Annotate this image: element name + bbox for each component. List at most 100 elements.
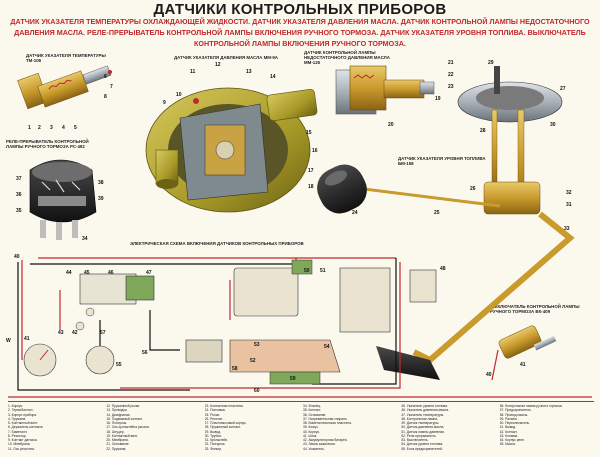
- legend-item: 27. Пластмассовый корпус.: [204, 421, 247, 425]
- legend-item: 54. Датчик уровня топлива.: [401, 442, 444, 447]
- svg-text:57: 57: [100, 330, 106, 336]
- legend-item: 46. Указатель давления масла.: [401, 408, 450, 413]
- svg-text:33: 33: [564, 226, 570, 232]
- svg-text:52: 52: [250, 358, 256, 364]
- legend-item: 19. Контактный винт.: [106, 433, 139, 438]
- svg-text:10: 10: [176, 92, 182, 98]
- legend-item: 52. Реле-прерыватель.: [401, 433, 437, 438]
- legend-item: 65. Масса.: [499, 442, 516, 447]
- legend-item: 16. Ползунок.: [106, 421, 128, 425]
- legend-item: 22. Пружина.: [106, 446, 127, 451]
- svg-text:51: 51: [320, 268, 326, 274]
- legend-item: 10. Мембрана.: [8, 442, 31, 447]
- svg-text:24: 24: [352, 210, 358, 216]
- temp-sensor-label: ДАТЧИК УКАЗАТЕЛЯ ТЕМПЕРАТУРЫ ТМ-106: [26, 53, 106, 63]
- svg-text:38: 38: [98, 180, 104, 186]
- legend-item: 9. Контакт датчика.: [8, 438, 38, 442]
- legend-item: 13. Проводка.: [106, 408, 128, 413]
- svg-text:32: 32: [566, 190, 572, 196]
- svg-text:41: 41: [520, 362, 526, 368]
- wiring-diagram-label: ЭЛЕКТРИЧЕСКАЯ СХЕМА ВКЛЮЧЕНИЯ ДАТЧИКОВ К…: [130, 241, 304, 246]
- legend-item: 42. Аккумуляторная батарея.: [302, 438, 348, 442]
- legend-item: 64. Корпус реле.: [499, 438, 525, 442]
- page-subtitle: ДАТЧИК УКАЗАТЕЛЯ ТЕМПЕРАТУРЫ ОХЛАЖДАЮЩЕЙ…: [10, 17, 590, 48]
- legend-column-2: 12. Пружинный рычаг. 13. Проводка. 14. Д…: [106, 404, 200, 454]
- legend-item: 44. Указатель.: [302, 446, 325, 451]
- svg-text:42: 42: [72, 330, 78, 336]
- legend-column-1: 1. Корпус. 2. Термобаллон. 3. Корпус при…: [8, 404, 102, 454]
- legend-item: 3. Корпус прибора.: [8, 412, 37, 417]
- legend-item: 29. Вывод.: [204, 429, 222, 434]
- svg-text:16: 16: [312, 148, 318, 154]
- legend-item: 63. Клемма.: [499, 433, 519, 438]
- legend-item: 37. Нагревательная спираль.: [302, 416, 348, 421]
- legend-item: 41. Шток.: [302, 433, 318, 438]
- page-title: ДАТЧИКИ КОНТРОЛЬНЫХ ПРИБОРОВ: [153, 1, 447, 18]
- legend-item: 49. Датчик температуры.: [401, 421, 440, 425]
- legend-item: 28. Пружинный контакт.: [204, 425, 241, 430]
- legend-item: 2. Термобаллон.: [8, 408, 34, 413]
- legend-item: 26. Реостат.: [204, 416, 223, 421]
- svg-text:6: 6: [104, 74, 107, 80]
- legend-item: 36. Основание.: [302, 412, 327, 417]
- legend-item: 51. Датчик лампы давления.: [401, 429, 445, 434]
- legend-item: 59. Разъем.: [499, 416, 518, 421]
- legend-item: 17. Ось кронштейна рычага.: [106, 425, 150, 430]
- svg-text:23: 23: [448, 84, 454, 90]
- legend-item: 5. Контактный винт.: [8, 421, 38, 425]
- legend-item: 4. Пружина.: [8, 416, 27, 421]
- svg-text:5: 5: [74, 125, 77, 131]
- legend-item: 32. Ползунок.: [204, 442, 226, 447]
- legend-item: 11. Ось реостата.: [8, 446, 35, 451]
- legend-item: 14. Диафрагма.: [106, 412, 131, 417]
- legend-item: 58. Провод массы.: [499, 412, 529, 417]
- svg-text:37: 37: [16, 176, 22, 182]
- legend-item: 18. Штуцер.: [106, 429, 125, 434]
- svg-text:7: 7: [110, 84, 113, 90]
- svg-text:28: 28: [480, 128, 486, 134]
- legend-item: 47. Указатель температуры.: [401, 412, 445, 417]
- svg-text:20: 20: [388, 122, 394, 128]
- legend-item: 25. Рычаг.: [204, 412, 220, 417]
- svg-text:25: 25: [434, 210, 440, 216]
- brake-switch-label: ВЫКЛЮЧАТЕЛЬ КОНТРОЛЬНОЙ ЛАМПЫ РУЧНОГО ТО…: [490, 304, 580, 314]
- legend-item: 53. Выключатель.: [401, 438, 429, 442]
- svg-text:13: 13: [246, 69, 252, 75]
- legend-item: 60. Переключатель.: [499, 421, 531, 425]
- svg-text:40: 40: [14, 254, 20, 260]
- svg-text:56: 56: [142, 350, 148, 356]
- fuel-sensor-label: ДАТЧИК УКАЗАТЕЛЯ УРОВНЯ ТОПЛИВА БМ-158: [398, 156, 486, 166]
- svg-text:29: 29: [488, 60, 494, 66]
- legend-item: 61. Вывод.: [499, 425, 517, 430]
- svg-text:W: W: [6, 338, 11, 344]
- legend-item: 48. Контрольная лампа.: [401, 416, 439, 421]
- svg-text:30: 30: [550, 122, 556, 128]
- legend-item: 1. Корпус.: [8, 404, 24, 408]
- svg-text:21: 21: [448, 60, 454, 66]
- legend-item: 39. Кожух.: [302, 425, 319, 430]
- legend-item: 55. Блок предохранителей.: [401, 446, 443, 451]
- legend-item: 62. Контакт.: [499, 429, 518, 434]
- svg-text:54: 54: [324, 344, 330, 350]
- legend-column-4: 34. Фланец. 35. Контакт. 36. Основание. …: [303, 404, 397, 454]
- oil-pressure-sensor-label: ДАТЧИК УКАЗАТЕЛЯ ДАВЛЕНИЯ МАСЛА ММ-9А: [174, 55, 278, 60]
- legend-item: 38. Биметаллическая пластина.: [302, 421, 352, 425]
- svg-text:26: 26: [470, 186, 476, 192]
- legend-item: 21. Основание.: [106, 442, 130, 447]
- legend-item: 56. Контрольная лампа ручного тормоза.: [499, 404, 563, 408]
- legend-item: 8. Резистор.: [8, 433, 27, 438]
- svg-text:53: 53: [254, 342, 260, 348]
- parts-legend: 1. Корпус. 2. Термобаллон. 3. Корпус при…: [8, 401, 594, 454]
- svg-text:9: 9: [163, 100, 166, 106]
- svg-text:1: 1: [28, 125, 31, 131]
- oil-lamp-sensor-label: ДАТЧИК КОНТРОЛЬНОЙ ЛАМПЫ НЕДОСТАТОЧНОГО …: [304, 50, 390, 65]
- svg-text:4: 4: [62, 125, 65, 131]
- legend-item: 12. Пружинный рычаг.: [106, 404, 140, 408]
- legend-item: 35. Контакт.: [302, 408, 321, 413]
- svg-text:12: 12: [215, 62, 221, 68]
